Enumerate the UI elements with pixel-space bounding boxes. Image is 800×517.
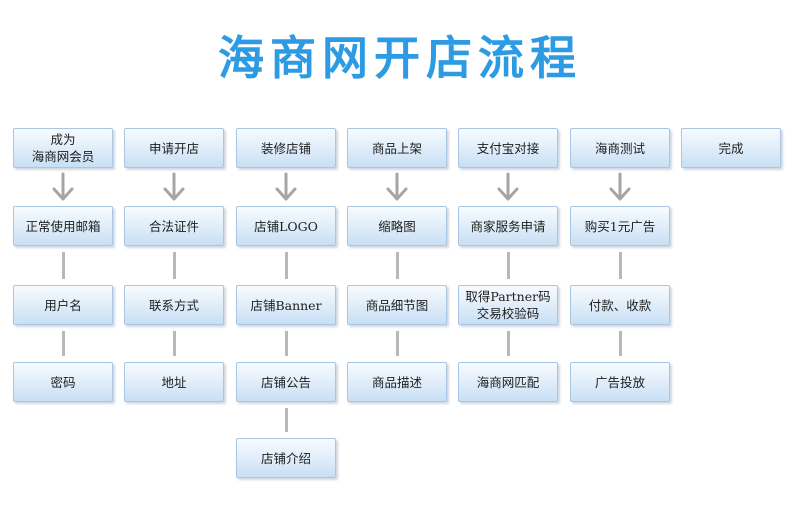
step-item-label: 店铺Banner	[250, 297, 322, 313]
step-item-label: 地址	[161, 374, 187, 390]
step-header-label: 装修店铺	[260, 140, 311, 156]
step-item-label: 交易校验码	[476, 306, 540, 321]
step-item-box: 商品描述	[347, 362, 447, 402]
connector-line	[396, 331, 399, 356]
step-item-box: 密码	[13, 362, 113, 402]
arrow-down-icon	[52, 172, 74, 201]
step-item-box: 联系方式	[124, 285, 224, 325]
step-item-label: 商品细节图	[365, 297, 429, 313]
step-item-box: 商品细节图	[347, 285, 447, 325]
arrow-down-icon	[275, 172, 297, 201]
step-item-label: 海商网匹配	[476, 374, 540, 390]
step-item-box: 店铺公告	[236, 362, 336, 402]
step-item-label: 商家服务申请	[470, 218, 546, 234]
step-header-box: 申请开店	[124, 128, 224, 168]
connector-line	[285, 252, 288, 279]
step-item-box: 购买1元广告	[570, 206, 670, 246]
step-item-label: 店铺LOGO	[254, 218, 318, 234]
step-item-box: 广告投放	[570, 362, 670, 402]
step-item-box: 取得Partner码交易校验码	[458, 285, 558, 325]
step-item-label: 购买1元广告	[584, 218, 656, 234]
step-item-box: 用户名	[13, 285, 113, 325]
connector-line	[507, 331, 510, 356]
arrow-down-icon	[163, 172, 185, 201]
connector-line	[619, 252, 622, 279]
step-header-label: 申请开店	[148, 140, 199, 156]
connector-line	[285, 331, 288, 356]
connector-line	[619, 331, 622, 356]
arrow-down-icon	[609, 172, 631, 201]
step-header-box: 完成	[681, 128, 781, 168]
step-item-label: 付款、收款	[588, 297, 652, 313]
step-item-box: 店铺介绍	[236, 438, 336, 478]
step-item-label: 联系方式	[148, 297, 199, 313]
step-item-box: 付款、收款	[570, 285, 670, 325]
step-item-box: 店铺LOGO	[236, 206, 336, 246]
step-item-box: 店铺Banner	[236, 285, 336, 325]
step-item-label: 商品描述	[371, 374, 422, 390]
step-item-label: 店铺介绍	[260, 450, 311, 466]
connector-line	[173, 252, 176, 279]
connector-line	[62, 331, 65, 356]
connector-line	[285, 408, 288, 432]
step-item-label: 正常使用邮箱	[25, 218, 101, 234]
step-item-box: 海商网匹配	[458, 362, 558, 402]
step-item-box: 地址	[124, 362, 224, 402]
step-header-box: 成为海商网会员	[13, 128, 113, 168]
step-item-label: 店铺公告	[260, 374, 311, 390]
step-header-box: 支付宝对接	[458, 128, 558, 168]
step-item-box: 缩略图	[347, 206, 447, 246]
step-header-label: 海商网会员	[31, 149, 95, 164]
step-header-label: 海商测试	[594, 140, 645, 156]
connector-line	[173, 331, 176, 356]
step-item-box: 合法证件	[124, 206, 224, 246]
step-item-box: 正常使用邮箱	[13, 206, 113, 246]
step-item-label: 取得Partner码	[465, 289, 551, 304]
step-header-label: 完成	[718, 140, 744, 156]
step-header-box: 商品上架	[347, 128, 447, 168]
step-header-label: 支付宝对接	[476, 140, 540, 156]
connector-line	[396, 252, 399, 279]
connector-line	[62, 252, 65, 279]
step-item-label: 用户名	[44, 297, 82, 313]
step-header-label: 商品上架	[371, 140, 422, 156]
page-title: 海商网开店流程	[218, 31, 582, 85]
step-header-box: 装修店铺	[236, 128, 336, 168]
step-item-label: 缩略图	[378, 218, 416, 234]
step-item-label: 合法证件	[148, 218, 199, 234]
arrow-down-icon	[386, 172, 408, 201]
step-item-label: 广告投放	[594, 374, 645, 390]
step-item-box: 商家服务申请	[458, 206, 558, 246]
arrow-down-icon	[497, 172, 519, 201]
connector-line	[507, 252, 510, 279]
step-header-box: 海商测试	[570, 128, 670, 168]
step-item-label: 密码	[50, 374, 76, 390]
step-header-label: 成为	[50, 132, 76, 147]
